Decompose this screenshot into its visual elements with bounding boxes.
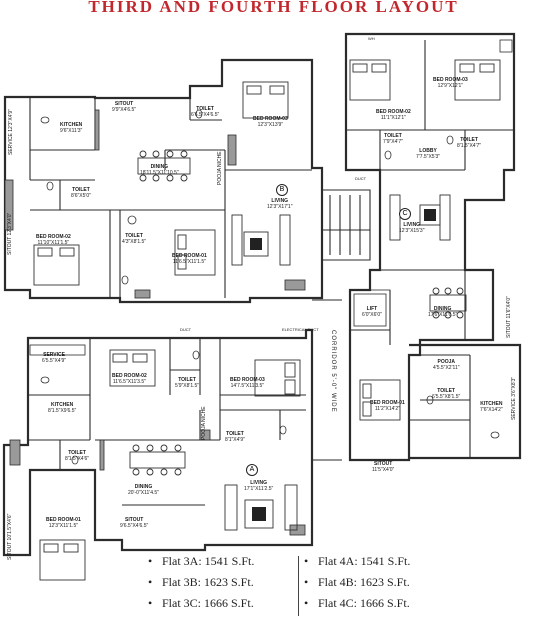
electrical-duct-label: ELECTRICAL DUCT (282, 327, 319, 332)
legend-item: •Flat 3C: 1666 S.Ft. (148, 596, 254, 610)
room-label: SITOUT 11'6"X4'0" (506, 296, 512, 338)
room-label: POOJA NICHE (217, 151, 223, 185)
flat-b-marker: B (276, 184, 288, 196)
legend-item: •Flat 3B: 1623 S.Ft. (148, 575, 254, 589)
legend-item: •Flat 4C: 1666 S.Ft. (304, 596, 410, 610)
legend-item: •Flat 4B: 1623 S.Ft. (304, 575, 410, 589)
duct-label: DUCT (180, 327, 192, 332)
area-legend-left: •Flat 3A: 1541 S.Ft. •Flat 3B: 1623 S.Ft… (148, 551, 254, 614)
area-legend-right: •Flat 4A: 1541 S.Ft. •Flat 4B: 1623 S.Ft… (304, 551, 410, 614)
legend-divider (298, 556, 299, 616)
room-label: SITOUT 12'3"X4'0" (7, 212, 13, 255)
duct-label: DUCT (355, 176, 367, 181)
room-label: SERVICE 3'6"X8'3" (511, 376, 517, 420)
flat-a-marker: A (246, 464, 258, 476)
page-title: THIRD AND FOURTH FLOOR LAYOUT (88, 0, 459, 16)
flat-c-marker: C (399, 208, 411, 220)
corridor-label: CORRIDOR 5'-0" WIDE (330, 330, 336, 413)
room-label: SERVICE 12'3"X4'9" (8, 109, 14, 155)
wh-label: WH (368, 36, 375, 41)
legend-item: •Flat 4A: 1541 S.Ft. (304, 554, 411, 568)
legend-item: •Flat 3A: 1541 S.Ft. (148, 554, 255, 568)
room-label: SITOUT 10'1.5"X4'6" (7, 513, 13, 560)
room-label: POOJA NICHE (201, 406, 207, 440)
